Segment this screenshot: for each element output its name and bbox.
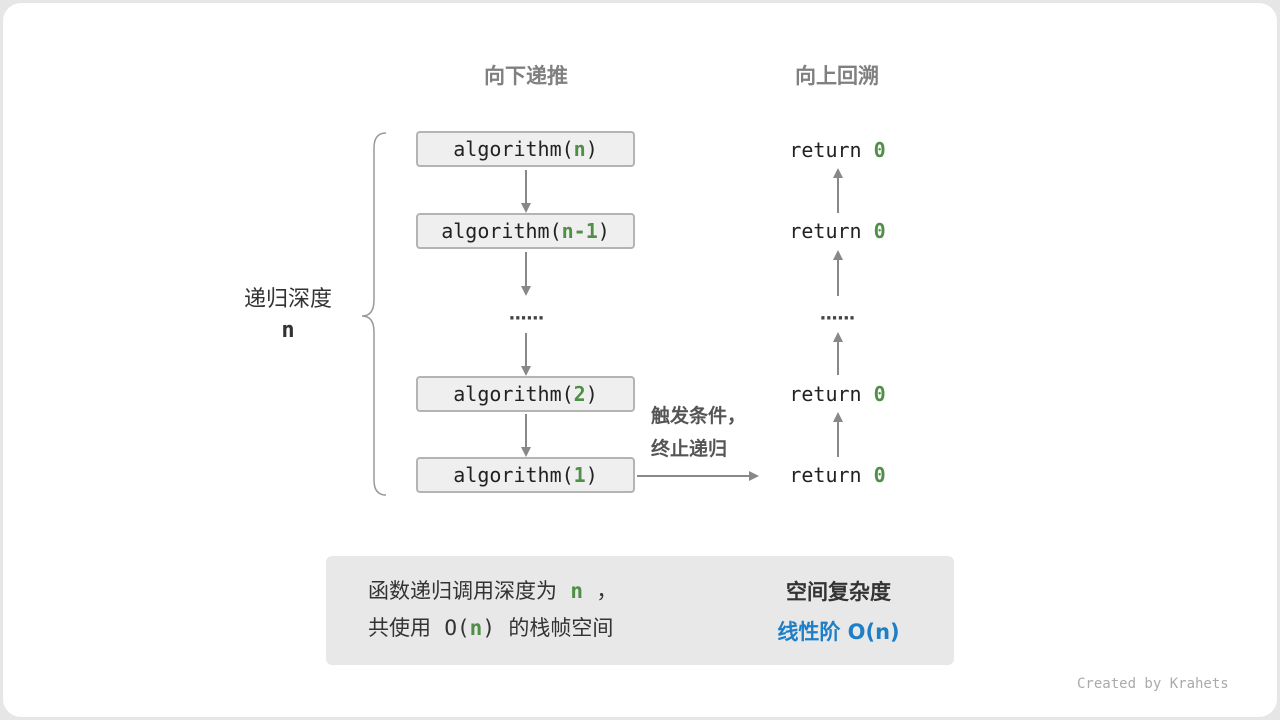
call-prefix: algorithm( (453, 137, 574, 161)
depth-brace (361, 132, 387, 496)
summary-line-2-suffix: 的栈帧空间 (508, 616, 614, 640)
call-suffix: ) (585, 382, 598, 406)
call-suffix: ) (597, 219, 610, 243)
trigger-line-1: 触发条件， (651, 405, 747, 427)
call-prefix: algorithm( (441, 219, 562, 243)
summary-line-2: 共使用 O(n) 的栈帧空间 (368, 610, 617, 647)
call-arg: 2 (573, 382, 586, 406)
trigger-label: 触发条件， 终止递归 (651, 400, 746, 466)
return-value: 0 (873, 219, 886, 243)
credit-text: Created by Krahets (1077, 676, 1229, 692)
call-suffix: ) (585, 137, 598, 161)
summary-line-1-suffix: ， (596, 579, 618, 603)
summary-panel: 函数递归调用深度为 n ， 共使用 O(n) 的栈帧空间 空间复杂度 线性阶 O… (326, 556, 954, 665)
summary-line-1-var: n (570, 579, 584, 603)
depth-value: n (281, 318, 295, 343)
return-keyword: return (789, 463, 862, 487)
ascend-ellipsis: ······ (819, 308, 855, 329)
return-keyword: return (789, 219, 862, 243)
return-value: 0 (873, 463, 886, 487)
call-box-n: algorithm(n) (416, 131, 635, 167)
call-prefix: algorithm( (453, 382, 574, 406)
trigger-line-2: 终止递归 (651, 438, 728, 460)
return-row-1: return 0 (760, 138, 915, 162)
descend-title: 向下递推 (484, 64, 568, 88)
summary-line-2-text: 共使用 (368, 616, 431, 640)
call-suffix: ) (585, 463, 598, 487)
summary-line-1-text: 函数递归调用深度为 (368, 579, 557, 603)
ascend-title: 向上回溯 (795, 64, 879, 88)
return-keyword: return (789, 138, 862, 162)
return-row-3: return 0 (760, 382, 915, 406)
call-box-1: algorithm(1) (416, 457, 635, 493)
summary-description: 函数递归调用深度为 n ， 共使用 O(n) 的栈帧空间 (368, 573, 617, 647)
depth-label: 递归深度 (243, 287, 332, 312)
call-prefix: algorithm( (453, 463, 574, 487)
complexity-title: 空间复杂度 (786, 580, 891, 604)
return-row-4: return 0 (760, 463, 915, 487)
return-value: 0 (873, 382, 886, 406)
call-arg: n-1 (561, 219, 598, 243)
return-row-2: return 0 (760, 219, 915, 243)
return-value: 0 (873, 138, 886, 162)
summary-line-2-var: n (469, 616, 483, 640)
call-arg: n (573, 137, 586, 161)
summary-line-1: 函数递归调用深度为 n ， (368, 573, 617, 610)
call-box-2: algorithm(2) (416, 376, 635, 412)
call-arg: 1 (573, 463, 586, 487)
complexity-value: 线性阶 O(n) (777, 620, 900, 644)
return-keyword: return (789, 382, 862, 406)
summary-line-2-o: O( (444, 616, 470, 640)
call-box-n-minus-1: algorithm(n-1) (416, 213, 635, 249)
summary-line-2-close: ) (482, 616, 495, 640)
descend-ellipsis: ······ (508, 308, 544, 329)
